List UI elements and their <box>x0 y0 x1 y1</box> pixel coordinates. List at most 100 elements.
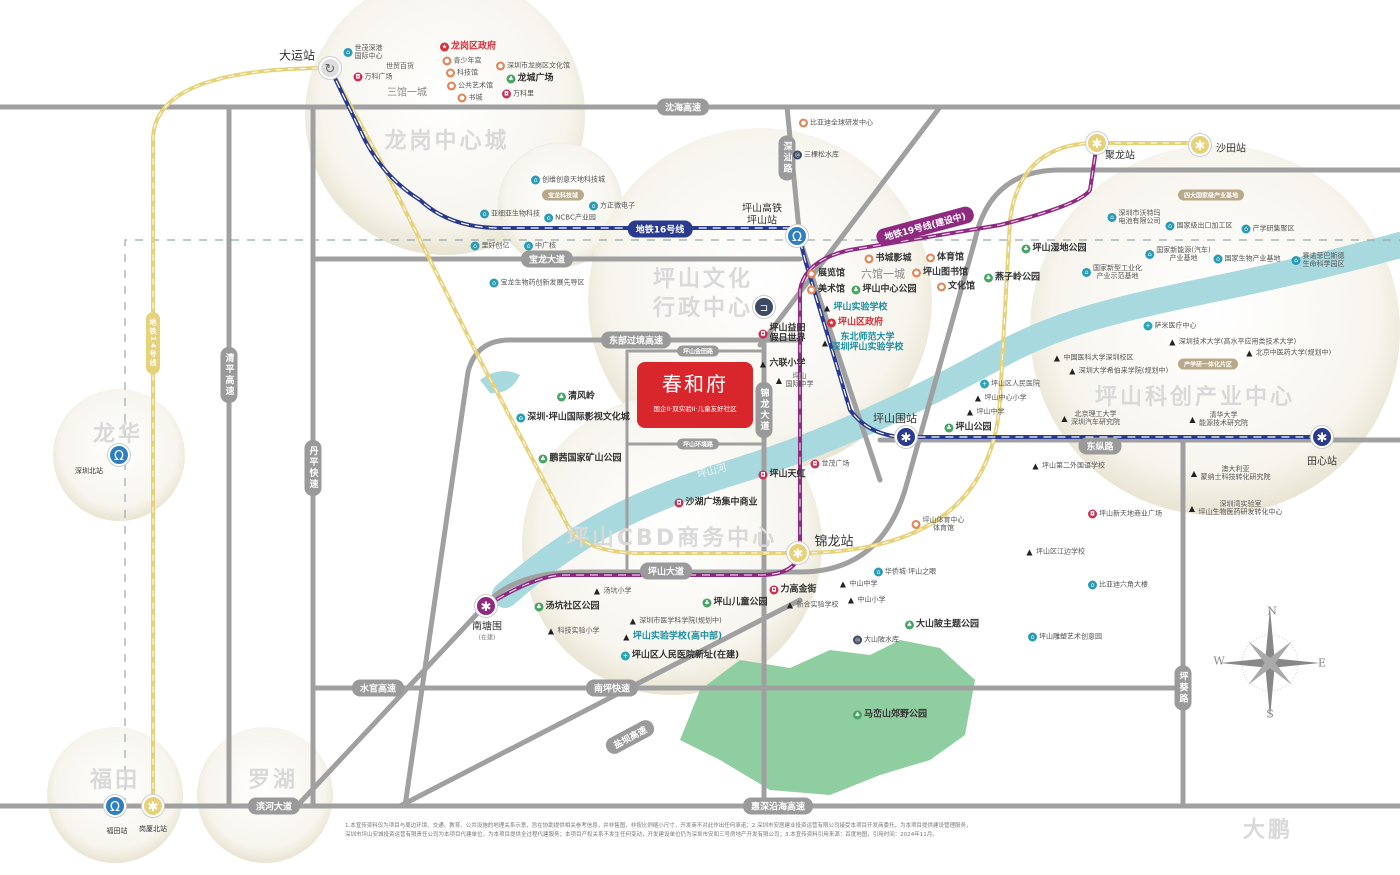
poi-biz[interactable]: ⌂坪山雕塑艺术创意园 <box>1028 632 1102 642</box>
poi-gov[interactable]: ★坪山区政府 <box>826 317 883 328</box>
poi-culture[interactable]: ●科技馆 <box>446 68 478 78</box>
poi-edu[interactable]: ▲科技实验小学 <box>547 627 600 636</box>
metro-station-icon[interactable]: ✱ <box>1086 132 1108 154</box>
poi-biz[interactable]: ⌂国家新型工业化 产业示范基地 <box>1082 264 1142 280</box>
poi-water[interactable]: ◎大山陂水库 <box>853 635 899 645</box>
poi-shop[interactable]: ◘沙湖广场集中商业 <box>674 497 758 508</box>
poi-biz[interactable]: ⌂深圳市沃特玛 电池有限公司 <box>1107 209 1161 225</box>
poi-biz[interactable]: ⌂NCBC产业园 <box>544 213 596 223</box>
station-gangxiabei[interactable]: 岗厦北站 <box>139 825 167 833</box>
poi-edu[interactable]: ▲北京理工大学 深圳汽车研究院 <box>1060 410 1120 426</box>
metro-station-icon[interactable]: ✱ <box>1311 426 1333 448</box>
poi-culture[interactable]: ●书城 <box>457 93 483 103</box>
poi-culture[interactable]: ●公共艺术馆 <box>447 81 493 91</box>
poi-biz[interactable]: ⌂宝龙生物药创新发展先导区 <box>489 278 585 288</box>
poi-park[interactable]: ♣坪山中心公园 <box>851 284 917 295</box>
poi-shop[interactable]: ◘力高金街 <box>769 584 817 595</box>
poi-park[interactable]: ♣坪山儿童公园 <box>702 597 768 608</box>
station-shenzhen-north[interactable]: 深圳北站 <box>75 467 103 475</box>
poi-shop[interactable]: ◘万科里 <box>502 89 534 99</box>
poi-biz[interactable]: ⌂创维创意天地科技城 <box>531 175 605 185</box>
metro-station-icon[interactable]: ✱ <box>475 595 497 617</box>
station-futian[interactable]: 福田站 <box>106 827 128 835</box>
poi-culture[interactable]: ●青少年宫 <box>442 56 482 66</box>
poi-edu[interactable]: ▲深圳技术大学(高水平应用类技术大学) <box>1168 338 1296 347</box>
project-sign[interactable]: 春和府 国企II·双实验II·儿童友好社区 <box>637 362 753 428</box>
station-pingshanwei[interactable]: 坪山围站 <box>873 412 917 425</box>
metro-station-icon[interactable]: ✱ <box>1189 134 1211 156</box>
station-dayun[interactable]: 大运站 <box>278 48 316 63</box>
station-shatian[interactable]: 沙田站 <box>1216 143 1246 155</box>
station-nantangwei[interactable]: 南塘围 <box>472 621 502 633</box>
metro-station-icon[interactable]: ✱ <box>142 795 164 817</box>
poi-hosp[interactable]: +萨米医疗中心 <box>1143 321 1197 331</box>
metro-station-icon[interactable]: ✱ <box>787 542 809 564</box>
poi-park[interactable]: ♣鹏茜国家矿山公园 <box>538 453 622 464</box>
poi-park[interactable]: ♣汤坑社区公园 <box>534 601 600 612</box>
station-hsr-label[interactable]: 坪山高铁 <box>742 203 782 215</box>
poi-biz[interactable]: ⌂国家级出口加工区 <box>1165 221 1233 231</box>
poi-culture[interactable]: ●坪山图书馆 <box>911 267 968 278</box>
poi-culture[interactable]: ●体育馆 <box>925 252 964 263</box>
poi-water[interactable]: ◎三棵松水库 <box>793 150 839 160</box>
poi-edu[interactable]: ▲坪山实验学校 <box>822 302 888 313</box>
poi-edu[interactable]: ▲中山中学 <box>839 580 878 589</box>
poi-gov[interactable]: ★龙岗区政府 <box>439 41 496 52</box>
poi-none[interactable]: 世贸百货 <box>386 62 414 70</box>
poi-shop[interactable]: ◘万科广场 <box>353 72 393 82</box>
poi-park[interactable]: ♣坪山公园 <box>944 422 992 433</box>
poi-edu[interactable]: ▲清华大学 能源技术研究院 <box>1188 411 1248 427</box>
transfer-station-icon[interactable]: ↻ <box>319 57 341 79</box>
poi-edu[interactable]: ▲坪山中心小学 <box>974 394 1027 403</box>
poi-park[interactable]: ♣燕子岭公园 <box>983 272 1040 283</box>
poi-biz[interactable]: ⌂比亚迪六角大楼 <box>1088 580 1148 590</box>
poi-culture[interactable]: ●美术馆 <box>806 284 845 295</box>
poi-edu[interactable]: ▲深圳湾实验室 坪山生物医药研发转化中心 <box>1188 500 1283 516</box>
poi-shop[interactable]: ◘世茂广场 <box>810 459 850 469</box>
rail-station-icon[interactable]: Ω <box>108 444 130 466</box>
station-pingshan[interactable]: 坪山站 <box>747 215 777 227</box>
metro-station-icon[interactable]: ✱ <box>895 426 917 448</box>
poi-edu[interactable]: ▲中国医科大学深圳校区 <box>1053 354 1134 363</box>
poi-biz[interactable]: ⌂深圳·坪山国际影视文化城 <box>516 412 630 423</box>
poi-edu[interactable]: ▲深圳市医学科学院(规划中) <box>628 617 722 626</box>
poi-culture[interactable]: ●深圳市龙岗区文化馆 <box>496 61 570 71</box>
poi-shop[interactable]: ◘坪山益田 假日世界 <box>758 324 806 345</box>
poi-edu[interactable]: ▲东北师范大学 深圳坪山实验学校 <box>820 333 904 354</box>
poi-shop[interactable]: ◘坪山天虹 <box>758 469 806 480</box>
poi-shop[interactable]: ◘坪山新天地商业广场 <box>1088 509 1162 519</box>
station-julong[interactable]: 聚龙站 <box>1105 150 1135 162</box>
rail-station-icon[interactable]: Ω <box>786 225 808 247</box>
poi-park[interactable]: ♣清风岭 <box>556 391 595 402</box>
poi-edu[interactable]: ▲北京中医药大学(规划中) <box>1245 349 1331 358</box>
poi-culture[interactable]: ●文化馆 <box>936 281 975 292</box>
poi-edu[interactable]: ▲汤坑小学 <box>593 587 632 596</box>
poi-culture[interactable]: ●坪山体育中心 体育馆 <box>911 516 965 532</box>
poi-biz[interactable]: ⌂华侨城·坪山之眼 <box>873 567 936 577</box>
poi-edu[interactable]: ▲坪山实验学校(高中部) <box>622 631 722 642</box>
poi-edu[interactable]: ▲澳大利亚 蒙纳士科技转化研究院 <box>1190 465 1271 481</box>
poi-edu[interactable]: ▲坪山第二外国语学校 <box>1031 462 1105 471</box>
poi-edu[interactable]: ▲坪山 国际中学 <box>775 372 814 388</box>
poi-biz[interactable]: ⌂国家生物产业基地 <box>1213 254 1281 264</box>
poi-park[interactable]: ♣大山陂主题公园 <box>904 619 979 630</box>
rail-station-icon[interactable]: Ω <box>104 795 126 817</box>
poi-biz[interactable]: ⌂赛诺菲巴斯德 生命科学园区 <box>1291 252 1345 268</box>
poi-culture[interactable]: ●比亚迪全球研发中心 <box>799 118 873 128</box>
poi-culture[interactable]: ●展览馆 <box>806 268 845 279</box>
poi-park[interactable]: ♣坪山湿地公园 <box>1021 243 1087 254</box>
poi-biz[interactable]: ⌂方正微电子 <box>589 201 635 211</box>
station-jinlong[interactable]: 锦龙站 <box>814 534 854 550</box>
poi-park[interactable]: ♣马峦山郊野公园 <box>852 709 927 720</box>
poi-biz[interactable]: ⌂亚细亚生物科技 <box>480 209 540 219</box>
poi-edu[interactable]: ▲新合实验学校 <box>786 601 839 610</box>
poi-biz[interactable]: ⌂产学研集聚区 <box>1241 224 1295 234</box>
poi-edu[interactable]: ▲坪山区江边学校 <box>1025 548 1085 557</box>
poi-hosp[interactable]: +坪山区人民医院新址(在建) <box>620 650 739 661</box>
poi-culture[interactable]: ●书城影城 <box>864 253 912 264</box>
poi-biz[interactable]: ⌂世茂深港 国际中心 <box>343 44 383 60</box>
poi-biz[interactable]: ⌂里好创亿 <box>470 241 510 251</box>
poi-park[interactable]: ♣龙城广场 <box>506 73 554 84</box>
poi-hosp[interactable]: +坪山区人民医院 <box>980 379 1040 389</box>
poi-edu[interactable]: ▲坪山中学 <box>966 408 1005 417</box>
